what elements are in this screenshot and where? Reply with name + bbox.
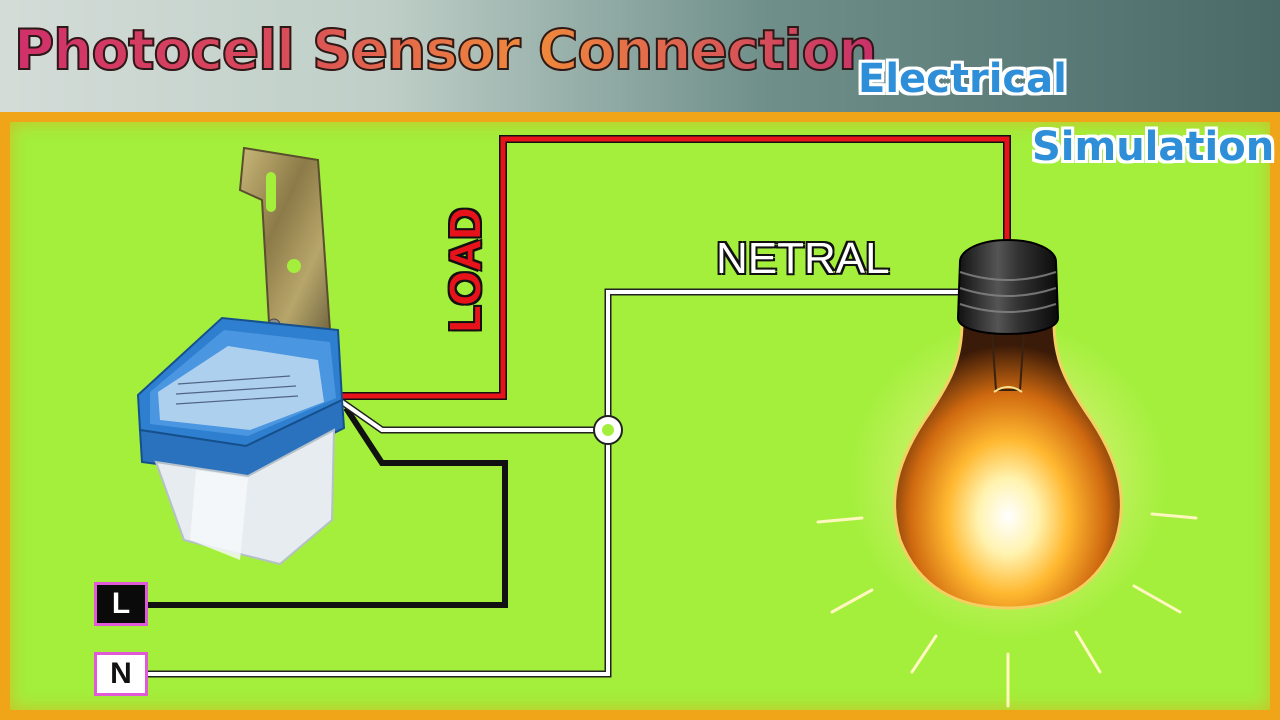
- neutral-wire-label: NETRAL: [716, 234, 890, 283]
- neutral-wire: [148, 288, 960, 678]
- header-banner: [0, 0, 1280, 112]
- terminal-neutral: N: [94, 652, 148, 696]
- junction-node: [593, 415, 623, 445]
- light-bulb-icon: [816, 238, 1198, 708]
- tag-simulation: Simulation: [1032, 124, 1275, 170]
- load-wire: [342, 135, 1011, 400]
- terminal-live: L: [94, 582, 148, 626]
- photocell-sensor-icon: [136, 146, 346, 566]
- live-wire: [148, 406, 508, 608]
- page-title: Photocell Sensor Connection: [13, 17, 878, 83]
- tag-electrical: Electrical: [858, 56, 1067, 102]
- load-wire-label: LOAD: [441, 207, 490, 333]
